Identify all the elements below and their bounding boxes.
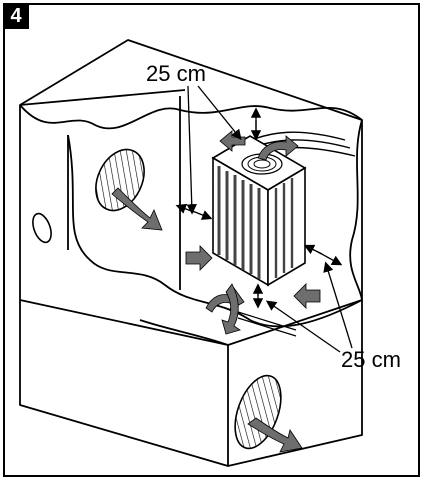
- step-number-badge: 4: [3, 3, 29, 29]
- figure-border: [3, 3, 420, 477]
- device-unit: [211, 135, 307, 287]
- floor-rail: [237, 311, 297, 337]
- airflow-arrow-icon: [221, 283, 241, 335]
- clearance-label-bottom: 25 cm: [341, 347, 401, 372]
- fan-grille-icon: [241, 153, 283, 175]
- airflow-arrow-icon: [185, 245, 213, 271]
- airflow-arrow-icon: [293, 283, 321, 309]
- vent-left: [95, 148, 145, 212]
- airflow-arrow-icon: [257, 135, 299, 161]
- dimension-arrows: [175, 85, 353, 353]
- clearance-label-top: 25 cm: [146, 61, 206, 86]
- airflow-arrow-icon: [111, 187, 163, 231]
- airflow-arrow-icon: [247, 417, 303, 453]
- handle-slot: [32, 212, 52, 244]
- airflow-arrows: [185, 130, 321, 335]
